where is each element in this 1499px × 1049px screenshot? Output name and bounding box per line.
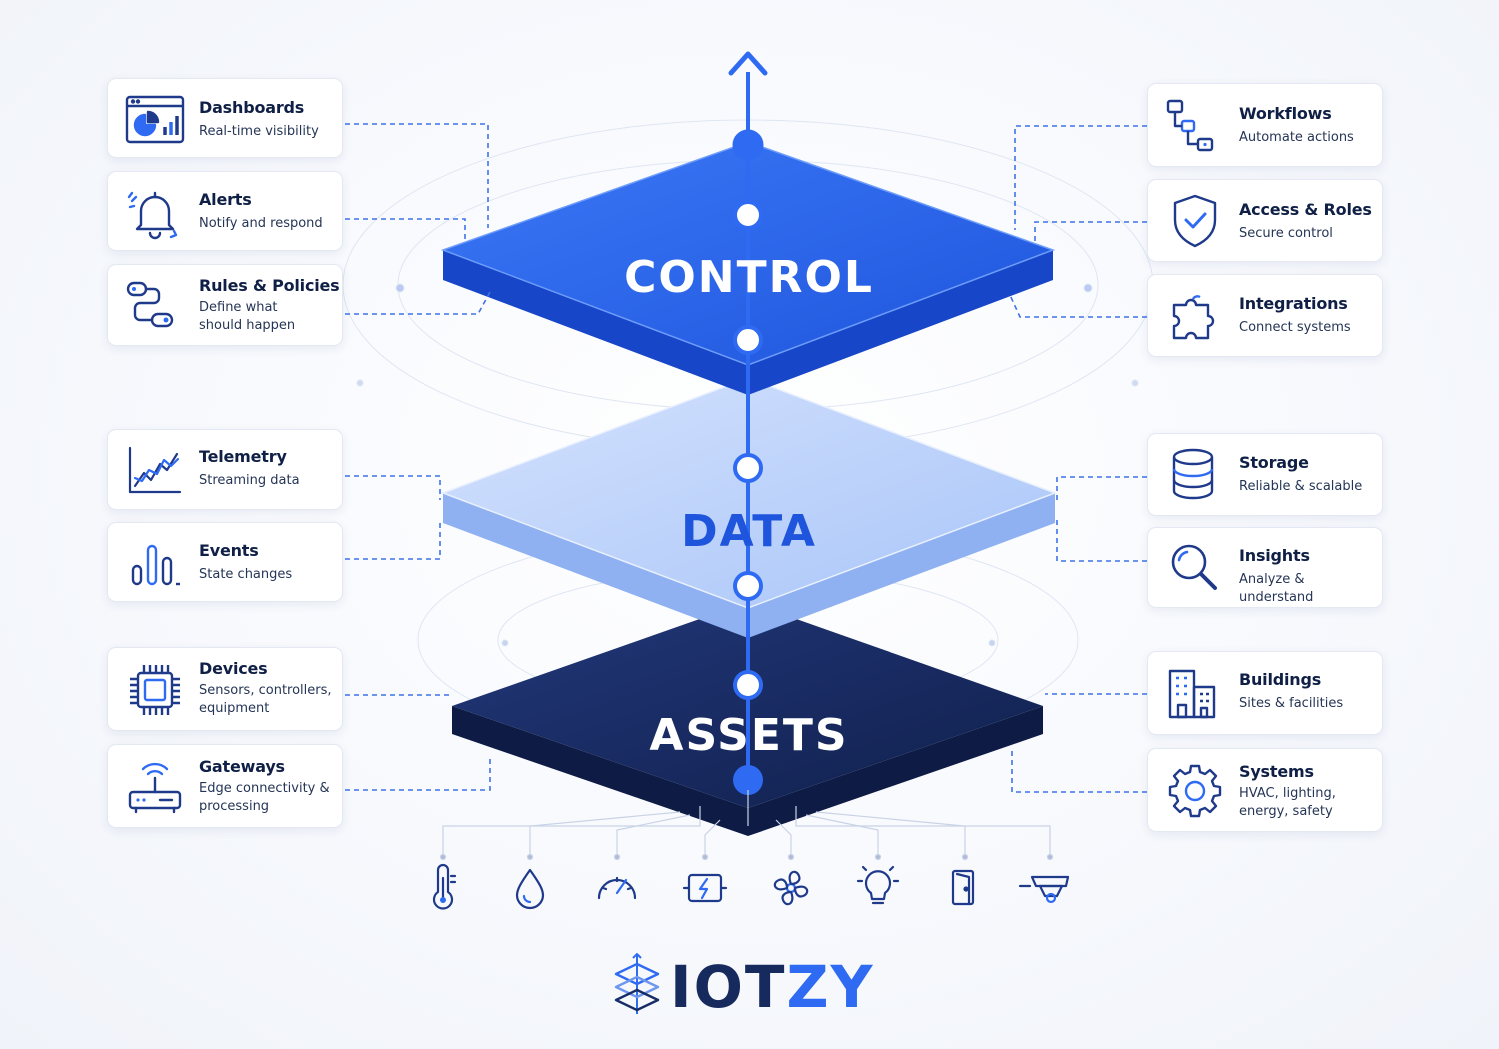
card-subtitle: Connect systems xyxy=(1239,320,1351,335)
light-bulb-icon xyxy=(856,865,900,905)
left-connectors xyxy=(345,123,491,791)
card-insights[interactable]: Insights Analyze & understand xyxy=(1147,527,1383,608)
card-title: Devices xyxy=(199,659,268,678)
water-drop-icon xyxy=(515,868,545,910)
bell-icon xyxy=(127,191,178,240)
workflow-icon xyxy=(1166,99,1214,152)
dashboard-icon xyxy=(125,95,185,144)
card-subtitle: Analyze & understand xyxy=(1239,572,1314,605)
chip-icon xyxy=(130,665,180,715)
brand-wordmark-part2: ZY xyxy=(786,953,875,1021)
bar-chart-icon xyxy=(131,544,180,586)
magnifier-icon xyxy=(1171,544,1217,590)
card-telemetry[interactable]: Telemetry Streaming data xyxy=(107,429,343,510)
brand-mark-icon xyxy=(614,953,660,1014)
line-chart-icon xyxy=(128,446,182,494)
card-integrations[interactable]: Integrations Connect systems xyxy=(1147,274,1383,357)
power-meter-icon xyxy=(682,873,728,903)
right-connectors xyxy=(1009,125,1147,793)
card-access-roles[interactable]: Access & Roles Secure control xyxy=(1147,179,1383,262)
card-title: Rules & Policies xyxy=(199,276,340,295)
card-title: Storage xyxy=(1239,453,1309,472)
layer-label-assets: ASSETS xyxy=(649,710,849,761)
card-title: Access & Roles xyxy=(1239,200,1372,219)
puzzle-icon xyxy=(1172,295,1215,340)
card-workflows[interactable]: Workflows Automate actions xyxy=(1147,83,1383,167)
card-title: Telemetry xyxy=(199,447,287,466)
brand-logo: IOTZY xyxy=(612,952,912,1022)
fan-icon xyxy=(773,870,809,906)
card-title: Dashboards xyxy=(199,98,305,117)
brand-wordmark-part1: IOT xyxy=(670,953,787,1021)
card-subtitle: Edge connectivity & processing xyxy=(199,781,330,814)
card-subtitle: Sensors, controllers, equipment xyxy=(199,683,332,716)
shield-check-icon xyxy=(1173,194,1217,248)
gear-icon xyxy=(1168,764,1222,818)
thermometer-icon xyxy=(432,863,457,910)
card-devices[interactable]: Devices Sensors, controllers, equipment xyxy=(107,647,343,731)
gauge-icon xyxy=(597,876,637,900)
card-gateways[interactable]: Gateways Edge connectivity & processing xyxy=(107,744,343,828)
card-dashboards[interactable]: Dashboards Real-time visibility xyxy=(107,78,343,158)
card-events[interactable]: Events State changes xyxy=(107,522,343,602)
database-icon xyxy=(1172,448,1214,500)
asset-branches xyxy=(439,790,1054,861)
spine-connector xyxy=(728,51,768,795)
card-title: Events xyxy=(199,541,259,560)
card-alerts[interactable]: Alerts Notify and respond xyxy=(107,171,343,251)
card-subtitle: Notify and respond xyxy=(199,216,323,231)
card-subtitle: Secure control xyxy=(1239,226,1333,241)
card-subtitle: Define what should happen xyxy=(199,300,296,333)
router-icon xyxy=(128,762,182,814)
card-subtitle: Real-time visibility xyxy=(199,124,319,139)
brand-wordmark: IOTZY xyxy=(670,957,875,1017)
layer-label-data: DATA xyxy=(681,506,817,557)
card-subtitle: Automate actions xyxy=(1239,130,1354,145)
layer-label-control: CONTROL xyxy=(624,252,874,303)
card-title: Insights xyxy=(1239,546,1310,565)
card-buildings[interactable]: Buildings Sites & facilities xyxy=(1147,651,1383,735)
card-subtitle: Reliable & scalable xyxy=(1239,479,1363,494)
card-subtitle: State changes xyxy=(199,567,293,582)
card-subtitle: HVAC, lighting, energy, safety xyxy=(1239,786,1336,819)
door-icon xyxy=(951,869,975,906)
card-storage[interactable]: Storage Reliable & scalable xyxy=(1147,433,1383,516)
card-rules-policies[interactable]: Rules & Policies Define what should happ… xyxy=(107,264,343,346)
card-title: Buildings xyxy=(1239,670,1322,689)
card-title: Gateways xyxy=(199,757,285,776)
card-title: Alerts xyxy=(199,190,252,209)
rules-flow-icon xyxy=(126,281,174,328)
camera-icon xyxy=(1018,875,1070,904)
card-subtitle: Sites & facilities xyxy=(1239,696,1344,711)
building-icon xyxy=(1168,669,1216,719)
card-systems[interactable]: Systems HVAC, lighting, energy, safety xyxy=(1147,748,1383,832)
card-title: Systems xyxy=(1239,762,1314,781)
card-title: Integrations xyxy=(1239,294,1348,313)
card-title: Workflows xyxy=(1239,104,1332,123)
card-subtitle: Streaming data xyxy=(199,473,300,488)
